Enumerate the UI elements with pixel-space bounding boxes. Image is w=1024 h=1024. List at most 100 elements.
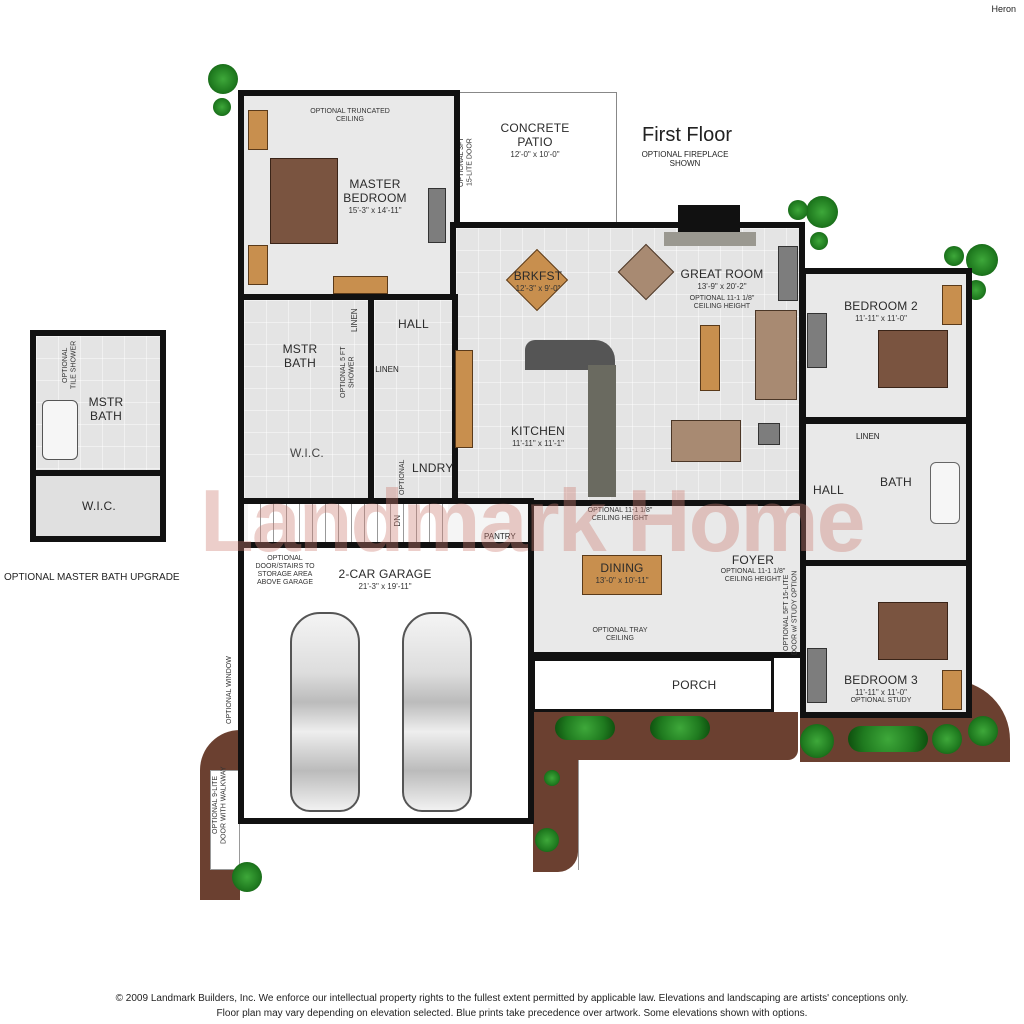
kitchen-cabinet: [455, 350, 473, 448]
porch-label: PORCH: [672, 678, 717, 692]
room-name: BATH: [284, 355, 316, 370]
fireplace: [678, 205, 740, 237]
linen-label: LINEN: [375, 365, 399, 374]
concrete-patio: [455, 92, 617, 227]
shrub: [555, 716, 615, 740]
room-dims: 11'-11" x 11'-0": [855, 687, 907, 697]
room-name: 2-CAR GARAGE: [338, 567, 432, 581]
shrub: [932, 724, 962, 754]
nightstand: [942, 285, 962, 325]
upgrade-wic: [30, 470, 166, 542]
note-line: ABOVE GARAGE: [256, 579, 314, 587]
shrub: [213, 98, 231, 116]
shrub: [806, 196, 838, 228]
pantry-label: PANTRY: [484, 532, 516, 541]
hall-label: HALL: [813, 483, 844, 497]
room-name: PATIO: [517, 134, 553, 149]
note-line: CEILING: [605, 635, 634, 643]
room-name: MSTR: [282, 342, 318, 356]
bath-label: BATH: [880, 475, 912, 489]
note-line: OPTIONAL 11-1 1/8": [587, 507, 653, 514]
room-name: BEDROOM: [343, 190, 407, 205]
upgrade-caption: OPTIONAL MASTER BATH UPGRADE: [4, 572, 180, 583]
shrub: [944, 246, 964, 266]
room-dims: 11'-11" x 11'-1": [512, 438, 564, 448]
note-line: STORAGE AREA: [257, 571, 313, 579]
linen-label: LINEN: [856, 432, 880, 441]
note-line: OPTIONAL TRAY: [592, 627, 648, 634]
dining-table: [582, 555, 662, 595]
nightstand: [248, 110, 268, 150]
note-line: CEILING HEIGHT: [724, 575, 782, 583]
garage-window-note: OPTIONAL WINDOW: [226, 656, 233, 724]
room-name: CONCRETE: [500, 121, 570, 135]
shrub: [535, 828, 559, 852]
note-line: DOOR/STAIRS TO: [255, 563, 315, 571]
note-line: OPTIONAL TRUNCATED: [310, 108, 390, 115]
laundry-label: LNDRY: [412, 461, 454, 475]
room-dims: 13'-0" x 10'-11": [595, 575, 649, 585]
bathtub: [930, 462, 960, 524]
room-name: BATH: [90, 408, 122, 423]
shower-note: OPTIONAL 5 FT SHOWER: [340, 346, 356, 399]
nightstand: [248, 245, 268, 285]
room-name: DINING: [600, 561, 644, 575]
linen-label: LINEN: [350, 308, 359, 332]
floor-title: First Floor: [642, 124, 732, 146]
study-door-note: OPTIONAL 5FT 15-LITE DOOR w/ STUDY OPTIO…: [783, 570, 799, 655]
sofa: [755, 310, 797, 400]
footer-line: Floor plan may vary depending on elevati…: [216, 1007, 808, 1019]
note-line: CEILING HEIGHT: [591, 515, 649, 523]
shrub: [848, 726, 928, 752]
bedroom3-bed: [878, 602, 948, 660]
room-dims: 11'-11" x 11'-0": [855, 313, 907, 323]
note-line: OPTIONAL STUDY: [850, 696, 912, 704]
car: [290, 612, 360, 812]
coffee-table: [700, 325, 720, 391]
mstr-bath-area: [238, 294, 374, 504]
loveseat: [671, 420, 741, 462]
footer-line: © 2009 Landmark Builders, Inc. We enforc…: [115, 993, 909, 1004]
dresser: [807, 313, 827, 368]
shrub: [232, 862, 262, 892]
upgrade-wic-label: W.I.C.: [82, 499, 116, 513]
wic-label: W.I.C.: [290, 446, 324, 460]
upgrade-shower-note: OPTIONAL TILE SHOWER: [62, 340, 78, 390]
dining-foyer: [528, 500, 806, 658]
laundry-optional-note: OPTIONAL: [399, 459, 406, 495]
walkway-left: [210, 770, 240, 870]
room-dims: 13'-9" x 20'-2": [697, 281, 747, 291]
title-note-line: OPTIONAL FIREPLACE: [641, 150, 729, 159]
stairs[interactable]: [248, 504, 448, 542]
garage: [238, 542, 534, 824]
bench: [333, 276, 388, 294]
front-walkway: [578, 760, 738, 870]
tv-console: [778, 246, 798, 301]
room-dims: 12'-0" x 10'-0": [510, 149, 560, 159]
shrub: [208, 64, 238, 94]
note-line: OPTIONAL 11-1 1/8": [720, 567, 786, 575]
shrub: [544, 770, 560, 786]
garage-door-note: OPTIONAL 9-LITE DOOR WITH WALKWAY: [212, 766, 228, 844]
room-name: MASTER: [349, 177, 401, 191]
shrub: [968, 716, 998, 746]
room-name: BEDROOM 3: [844, 673, 918, 687]
room-dims: 12'-3" x 9'-0": [515, 283, 561, 293]
stairs-down-label: DN: [393, 515, 402, 527]
dining-note-top: OPTIONAL 11-1 1/8"CEILING HEIGHT: [570, 507, 670, 523]
title-note-line: SHOWN: [669, 159, 701, 169]
kitchen-counter: [588, 365, 616, 497]
side-table: [758, 423, 780, 445]
